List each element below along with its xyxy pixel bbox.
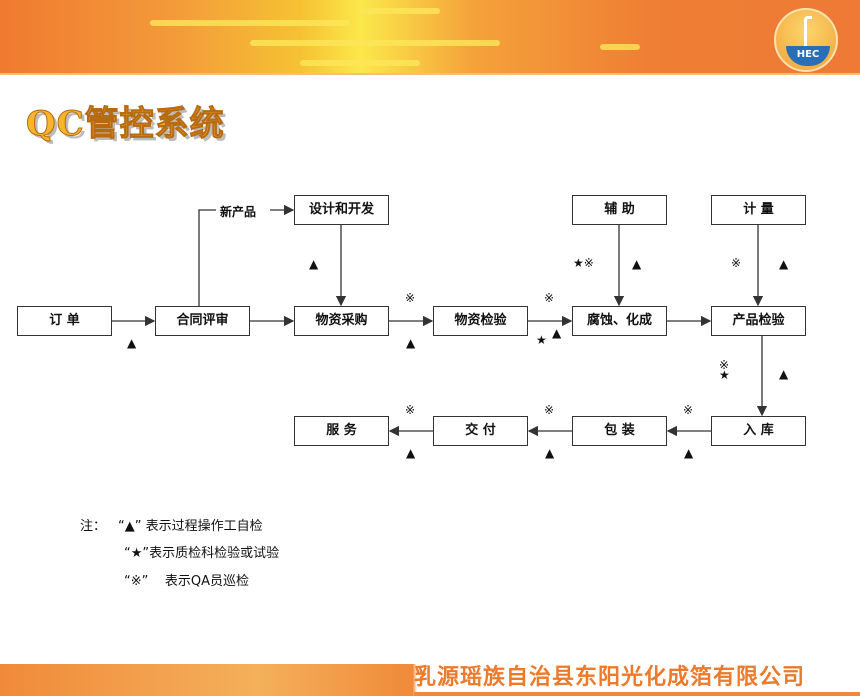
star-ref-marker: ★※ [573,256,594,270]
box-material-inspection: 物资检验 [433,306,528,336]
box-service: 服 务 [294,416,389,446]
box-product-inspection: 产品检验 [711,306,806,336]
legend-symbol: “※” [124,574,149,589]
triangle-marker: ▲ [779,367,789,381]
ref-marker: ※ [405,403,416,417]
triangle-marker: ▲ [127,336,137,350]
triangle-marker: ▲ [684,446,694,460]
triangle-marker: ▲ [406,336,416,350]
box-contract-review: 合同评审 [155,306,250,336]
ref-marker: ※ [544,291,555,305]
ref-marker: ※ [544,403,555,417]
ref-marker: ※ [731,256,742,270]
legend-symbol: “▲” [118,519,142,534]
box-storage: 入 库 [711,416,806,446]
page-title: QC管控系统 [26,104,225,145]
triangle-marker: ▲ [309,257,319,271]
box-metrology: 计 量 [711,195,806,225]
footer-banner: 乳源瑶族自治县东阳光化成箔有限公司 [0,664,860,696]
box-design: 设计和开发 [294,195,389,225]
triangle-marker: ▲ [779,257,789,271]
star-marker: ★ [536,333,547,347]
legend-item-ref: “※” 表示QA员巡检 [124,570,249,589]
legend-symbol: “★” [124,546,150,561]
box-delivery: 交 付 [433,416,528,446]
triangle-marker: ▲ [545,446,555,460]
box-order: 订 单 [17,306,112,336]
legend-text: 表示质检科检验或试验 [149,546,280,561]
triangle-marker: ▲ [632,257,642,271]
ref-marker: ※ [405,291,416,305]
new-product-label: 新产品 [220,205,257,219]
triangle-marker: ▲ [406,446,416,460]
triangle-marker: ▲ [552,326,562,340]
legend-item-triangle: “▲” 表示过程操作工自检 [118,515,263,534]
box-purchase: 物资采购 [294,306,389,336]
legend-text: 表示QA员巡检 [164,574,250,589]
box-auxiliary: 辅 助 [572,195,667,225]
company-logo: HEC [774,8,838,72]
legend-text: 表示过程操作工自检 [145,519,263,534]
ref-marker: ※ [683,403,694,417]
company-name: 乳源瑶族自治县东阳光化成箔有限公司 [414,665,806,690]
header-banner: HEC [0,0,860,75]
ref-marker: ※ [719,358,730,372]
star-marker: ★ [719,368,730,382]
legend-prefix: 注： [80,519,107,534]
box-etching: 腐蚀、化成 [572,306,667,336]
legend-item-star: “★”表示质检科检验或试验 [124,542,279,561]
box-packing: 包 装 [572,416,667,446]
